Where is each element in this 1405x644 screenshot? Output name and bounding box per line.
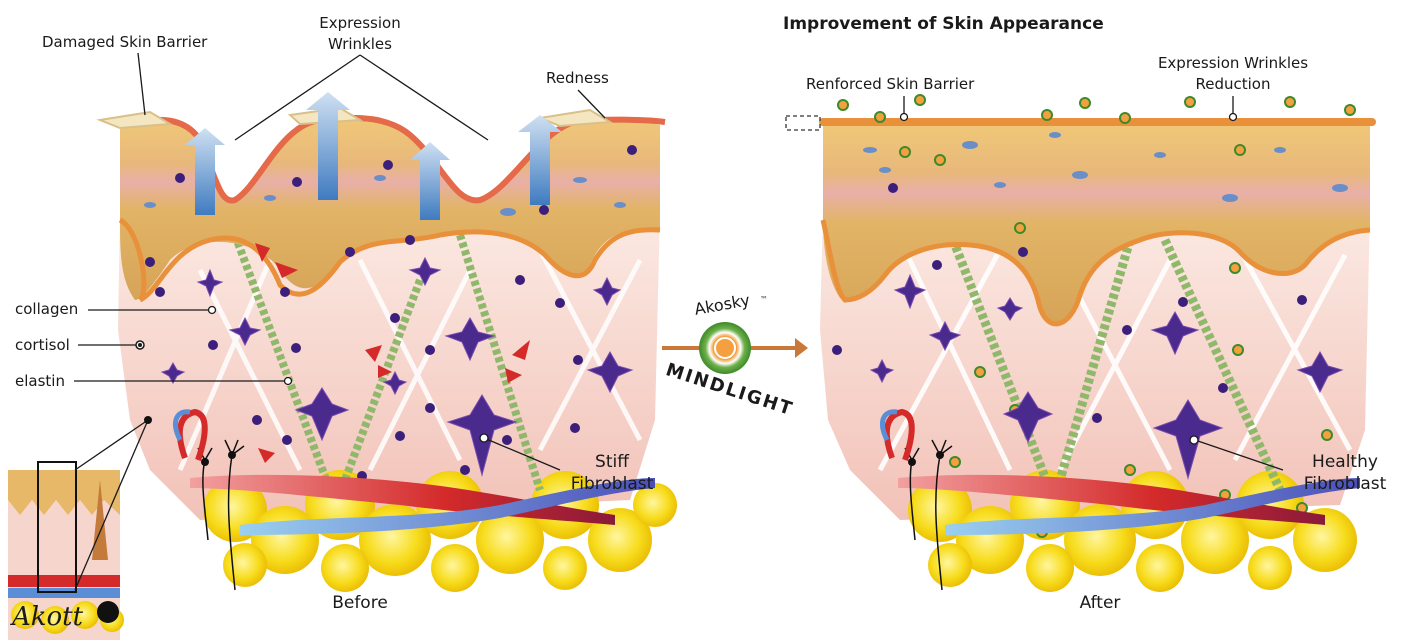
label-wrinkle-reduction-2: Reduction xyxy=(1196,75,1271,93)
logo-akott: Akott xyxy=(10,602,84,632)
label-stiff-fibroblast-2: Fibroblast xyxy=(571,474,654,494)
label-redness: Redness xyxy=(546,69,609,87)
label-stiff-fibroblast-1: Stiff xyxy=(595,452,630,472)
inset-skin-cross-section: Akott xyxy=(8,416,152,640)
label-healthy-fibroblast-1: Healthy xyxy=(1312,452,1378,472)
after-title: Improvement of Skin Appearance xyxy=(783,14,1104,34)
label-expression-wrinkles-2: Wrinkles xyxy=(328,35,392,53)
label-healthy-fibroblast-2: Fibroblast xyxy=(1304,474,1387,494)
label-expression-wrinkles-1: Expression xyxy=(319,14,400,32)
caption-after: After xyxy=(1080,593,1121,613)
label-reinforced-barrier: Renforced Skin Barrier xyxy=(806,75,975,93)
label-damaged-barrier: Damaged Skin Barrier xyxy=(42,33,208,51)
after-panel: Improvement of Skin Appearance Renforced… xyxy=(783,14,1387,613)
label-collagen: collagen xyxy=(15,300,78,318)
caption-before: Before xyxy=(332,593,388,613)
label-cortisol: cortisol xyxy=(15,336,70,354)
product-brand: Akosky xyxy=(693,290,751,318)
label-wrinkle-reduction-1: Expression Wrinkles xyxy=(1158,54,1308,72)
product-mindlight: Akosky ™ MINDLIGHT xyxy=(662,290,808,420)
product-trademark: ™ xyxy=(760,295,768,304)
label-elastin: elastin xyxy=(15,372,65,390)
